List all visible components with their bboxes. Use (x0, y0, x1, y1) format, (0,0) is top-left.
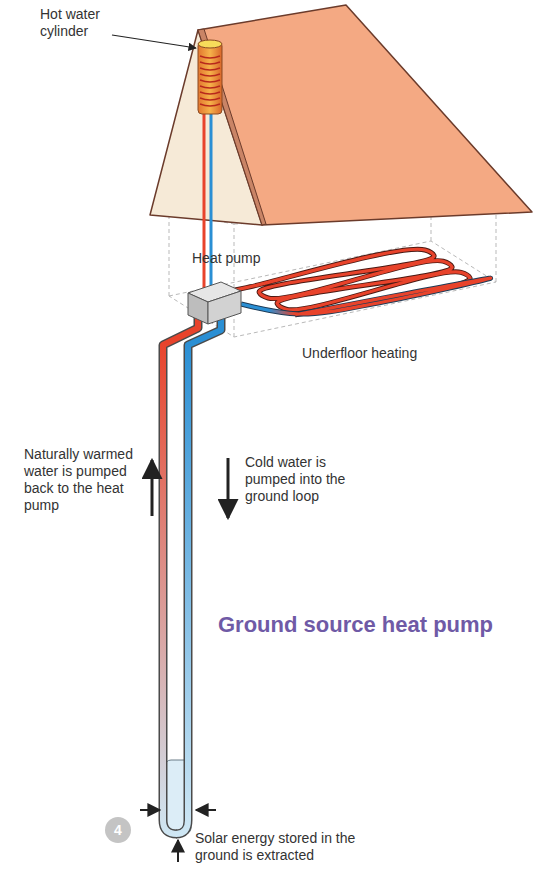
flow-note: Solar energy stored in the ground is ext… (195, 830, 365, 864)
roof (150, 5, 532, 225)
part-label: Hot water cylinder (40, 6, 118, 40)
flow-arrow (140, 458, 228, 862)
house-outline (169, 212, 496, 337)
part-label: Underfloor heating (302, 345, 462, 362)
callout-number-text: 4 (114, 822, 122, 838)
part-label: Heat pump (192, 250, 292, 267)
flow-note: Naturally warmed water is pumped back to… (24, 446, 146, 514)
diagram-title: Ground source heat pump (218, 612, 493, 638)
heat-pump-box (188, 282, 241, 324)
flow-note: Cold water is pumped into the ground loo… (245, 454, 357, 505)
underfloor-pipes (235, 249, 491, 315)
ground-loop (163, 314, 221, 834)
leader-line (112, 35, 196, 48)
callout-number: 4 (105, 817, 131, 843)
hot-water-cylinder (198, 40, 222, 114)
